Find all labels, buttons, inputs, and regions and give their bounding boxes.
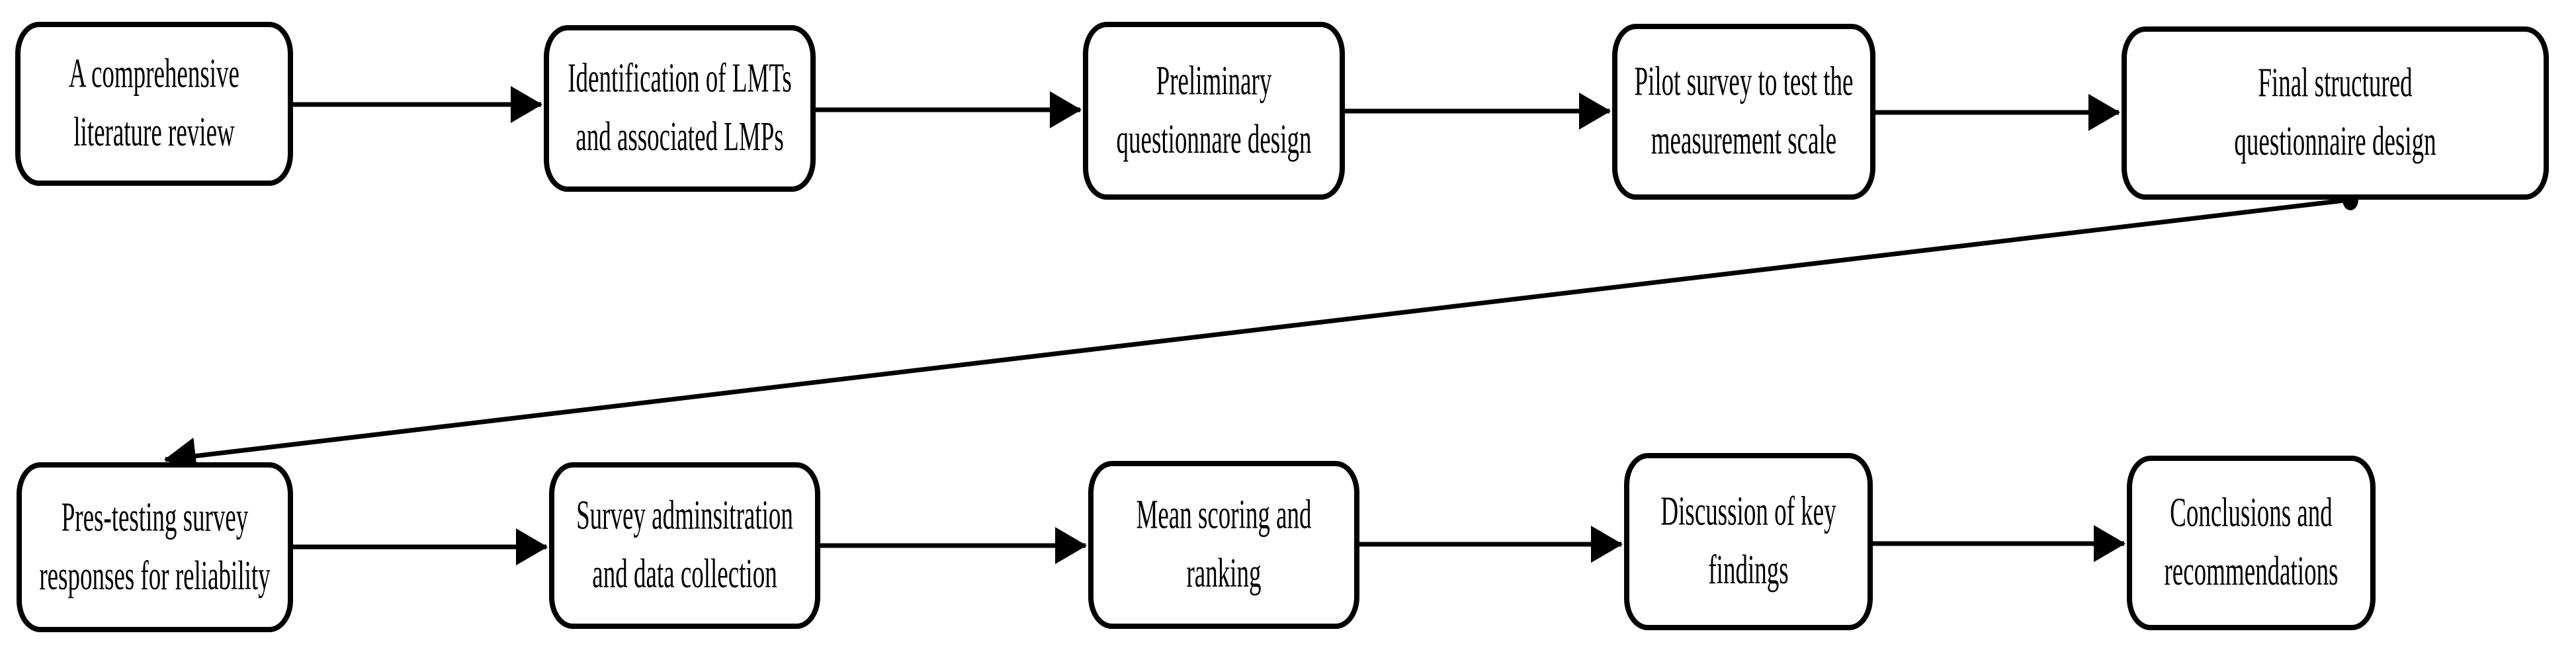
node-pilot-survey: Pilot survey to test the measurement sca… <box>1612 24 1875 200</box>
node-final-questionnaire-label: Final structured questionnaire design <box>2234 60 2436 165</box>
node-survey-administration: Survey adminsitration and data collectio… <box>549 462 820 629</box>
node-final-questionnaire: Final structured questionnaire design <box>2122 26 2549 200</box>
node-pilot-survey-label: Pilot survey to test the measurement sca… <box>1634 59 1854 164</box>
node-discussion-findings: Discussion of key findings <box>1624 453 1873 630</box>
node-discussion-findings-label: Discussion of key findings <box>1660 489 1836 594</box>
node-preliminary-questionnaire-label: Preliminary questionnare design <box>1116 58 1312 163</box>
node-survey-administration-label: Survey adminsitration and data collectio… <box>576 493 793 598</box>
node-conclusions-label: Conclusions and recommendations <box>2164 490 2339 595</box>
node-literature-review: A comprehensive literature review <box>15 22 293 186</box>
arrow-final-to-pretesting <box>164 197 2351 475</box>
node-pretesting-reliability: Pres-testing survey responses for reliab… <box>17 462 293 632</box>
node-literature-review-label: A comprehensive literature review <box>69 51 239 156</box>
node-mean-scoring-label: Mean scoring and ranking <box>1136 492 1312 597</box>
node-preliminary-questionnaire: Preliminary questionnare design <box>1083 22 1345 200</box>
node-conclusions: Conclusions and recommendations <box>2127 456 2376 630</box>
node-mean-scoring: Mean scoring and ranking <box>1088 461 1359 629</box>
node-pretesting-reliability-label: Pres-testing survey responses for reliab… <box>39 494 271 599</box>
node-identification-lmts: Identification of LMTs and associated LM… <box>544 25 816 192</box>
node-identification-lmts-label: Identification of LMTs and associated LM… <box>568 56 792 161</box>
